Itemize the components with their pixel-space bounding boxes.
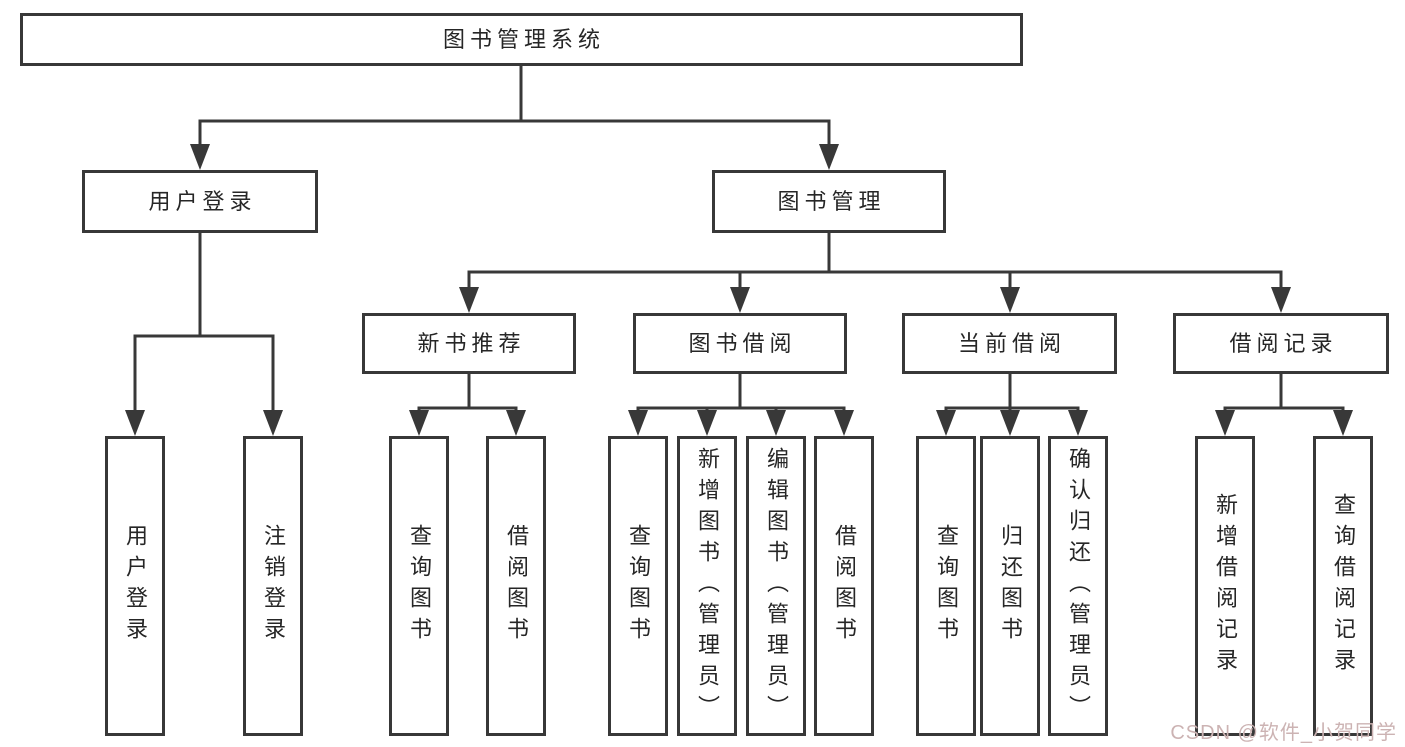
- node-book-borrowing: 图书借阅: [633, 313, 847, 374]
- leaf-br-add-borrow-record: 新增借阅记录: [1195, 436, 1255, 736]
- node-label: 查询图书: [407, 524, 432, 648]
- node-user-login: 用户登录: [82, 170, 318, 233]
- node-label: 归还图书: [998, 524, 1023, 648]
- leaf-nb-borrow-books: 借阅图书: [486, 436, 546, 736]
- node-new-book-recommendation: 新书推荐: [362, 313, 576, 374]
- node-label: 借阅记录: [1229, 330, 1338, 356]
- node-label: 借阅图书: [504, 524, 529, 648]
- arrowheads: [125, 144, 1353, 436]
- leaf-cb-query-books: 查询图书: [916, 436, 976, 736]
- leaf-logout: 注销登录: [243, 436, 303, 736]
- node-current-borrowing: 当前借阅: [902, 313, 1117, 374]
- node-label: 用户登录: [123, 524, 148, 648]
- node-label: 新书推荐: [417, 330, 526, 356]
- node-label: 新增图书（管理员）: [695, 446, 720, 726]
- node-label: 确认归还（管理员）: [1066, 446, 1091, 726]
- leaf-bb-borrow-books: 借阅图书: [814, 436, 874, 736]
- node-label: 查询借阅记录: [1331, 493, 1356, 679]
- node-label: 新增借阅记录: [1213, 493, 1238, 679]
- leaf-cb-confirm-return-admin: 确认归还（管理员）: [1048, 436, 1108, 736]
- node-book-management: 图书管理: [712, 170, 946, 233]
- node-root: 图书管理系统: [20, 13, 1023, 66]
- node-label: 注销登录: [261, 524, 286, 648]
- node-label: 查询图书: [934, 524, 959, 648]
- node-label: 图书管理: [777, 188, 886, 214]
- watermark: CSDN @软件_小贺同学: [1170, 722, 1397, 744]
- leaf-nb-query-books: 查询图书: [389, 436, 449, 736]
- leaf-bb-add-books-admin: 新增图书（管理员）: [677, 436, 737, 736]
- node-label: 编辑图书（管理员）: [764, 446, 789, 726]
- node-label: 查询图书: [626, 524, 651, 648]
- node-label: 当前借阅: [957, 330, 1066, 356]
- leaf-cb-return-books: 归还图书: [980, 436, 1040, 736]
- leaf-bb-edit-books-admin: 编辑图书（管理员）: [746, 436, 806, 736]
- node-label: 图书借阅: [688, 330, 797, 356]
- node-borrowing-records: 借阅记录: [1173, 313, 1389, 374]
- leaf-user-login: 用户登录: [105, 436, 165, 736]
- leaf-bb-query-books: 查询图书: [608, 436, 668, 736]
- leaf-br-query-borrow-record: 查询借阅记录: [1313, 436, 1373, 736]
- node-label: 图书管理系统: [442, 26, 605, 52]
- node-label: 借阅图书: [832, 524, 857, 648]
- node-label: 用户登录: [148, 188, 257, 214]
